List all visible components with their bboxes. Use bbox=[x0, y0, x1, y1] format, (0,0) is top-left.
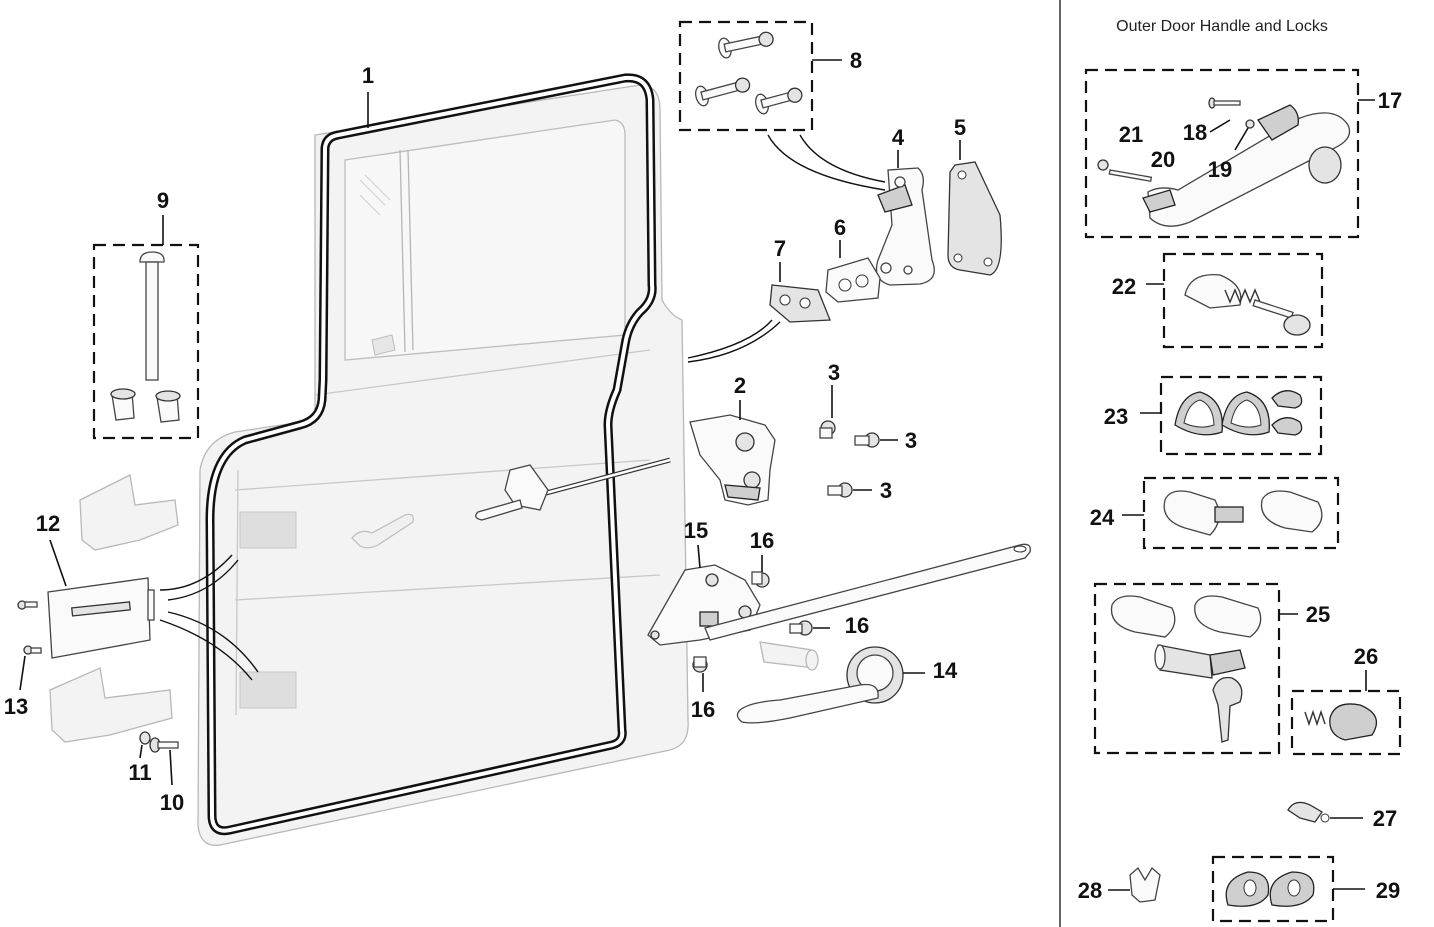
lower-hinge bbox=[49, 667, 173, 743]
callout-27: 27 bbox=[1373, 806, 1397, 831]
group-box-17 bbox=[1084, 68, 1360, 239]
lock-button-26 bbox=[1304, 703, 1378, 741]
nut-21 bbox=[1097, 159, 1109, 171]
callout-3a: 3 bbox=[828, 360, 840, 385]
callout-26: 26 bbox=[1354, 644, 1378, 669]
shim-plate-5 bbox=[947, 161, 1002, 276]
bushing bbox=[759, 641, 819, 671]
callout-7: 7 bbox=[774, 236, 786, 261]
pads-29 bbox=[1225, 871, 1315, 907]
callout-28: 28 bbox=[1078, 878, 1102, 903]
callout-11: 11 bbox=[128, 760, 151, 785]
bumper-6 bbox=[825, 257, 881, 303]
hinge-plate-12 bbox=[47, 577, 155, 659]
screw-3a bbox=[819, 420, 836, 439]
hinge-pad-lower bbox=[239, 671, 297, 709]
group-box-23 bbox=[1159, 375, 1323, 456]
callout-23: 23 bbox=[1104, 404, 1128, 429]
group-box-26 bbox=[1290, 689, 1402, 756]
group-box-24 bbox=[1142, 476, 1340, 550]
upper-hinge bbox=[79, 474, 179, 551]
stud-20 bbox=[1108, 169, 1153, 182]
screw-16a bbox=[751, 571, 770, 588]
clip-27 bbox=[1287, 801, 1330, 823]
screw-13a bbox=[17, 600, 38, 610]
washer-11 bbox=[139, 731, 151, 745]
callout-9: 9 bbox=[157, 188, 169, 213]
callout-16b: 16 bbox=[845, 613, 869, 638]
remote-rod bbox=[704, 543, 1031, 641]
latch-assembly-2 bbox=[689, 414, 776, 506]
window-glass bbox=[344, 119, 626, 361]
hinge-pad-upper bbox=[239, 511, 297, 549]
weatherstrip-seal bbox=[205, 73, 657, 836]
retainer-clip-28 bbox=[1129, 866, 1161, 903]
group-box-22 bbox=[1162, 252, 1324, 349]
group-box-25 bbox=[1093, 582, 1281, 755]
callout-3c: 3 bbox=[880, 478, 892, 503]
callout-17: 17 bbox=[1378, 88, 1402, 113]
callout-22: 22 bbox=[1112, 274, 1136, 299]
callout-20: 20 bbox=[1151, 147, 1175, 172]
callout-6: 6 bbox=[834, 215, 846, 240]
panel-title: Outer Door Handle and Locks bbox=[1116, 18, 1328, 35]
callout-8: 8 bbox=[850, 48, 862, 73]
group-box-9 bbox=[92, 243, 200, 440]
callout-16a: 16 bbox=[750, 528, 774, 553]
lock-plunger-22 bbox=[1184, 274, 1311, 336]
lock-set-25 bbox=[1110, 595, 1262, 743]
lock-cylinders-24 bbox=[1163, 490, 1323, 536]
group-box-8 bbox=[678, 20, 814, 132]
callout-29: 29 bbox=[1376, 878, 1400, 903]
callout-10: 10 bbox=[160, 790, 184, 815]
gaskets-23 bbox=[1174, 390, 1303, 436]
screw-13b bbox=[23, 645, 42, 655]
inner-handle-14 bbox=[736, 646, 904, 724]
outer-handle-17 bbox=[1142, 104, 1351, 227]
callout-18: 18 bbox=[1183, 120, 1207, 145]
callout-15: 15 bbox=[684, 518, 708, 543]
screw-3b bbox=[854, 432, 880, 448]
screw-16b bbox=[789, 620, 813, 636]
bolt-10 bbox=[149, 737, 179, 753]
plate-7 bbox=[769, 284, 831, 323]
callout-2: 2 bbox=[734, 373, 746, 398]
callout-1: 1 bbox=[362, 63, 374, 88]
screw-set-8 bbox=[695, 31, 803, 115]
callout-3b: 3 bbox=[905, 428, 917, 453]
callout-5: 5 bbox=[954, 115, 966, 140]
hinge-pin-9 bbox=[110, 251, 181, 423]
screw-16c bbox=[692, 656, 708, 673]
callout-19: 19 bbox=[1208, 157, 1232, 182]
screw-3c bbox=[827, 482, 853, 498]
striker-bracket-4 bbox=[875, 167, 935, 286]
callout-4: 4 bbox=[892, 125, 905, 150]
callout-21: 21 bbox=[1119, 122, 1143, 147]
callout-25: 25 bbox=[1306, 602, 1330, 627]
inner-latch-lever bbox=[475, 464, 549, 521]
callout-13: 13 bbox=[4, 694, 28, 719]
screw-18 bbox=[1208, 97, 1241, 109]
callout-16c: 16 bbox=[691, 697, 715, 722]
callout-24: 24 bbox=[1090, 505, 1115, 530]
washer-19 bbox=[1245, 119, 1255, 129]
callout-12: 12 bbox=[36, 511, 60, 536]
callout-14: 14 bbox=[933, 658, 958, 683]
